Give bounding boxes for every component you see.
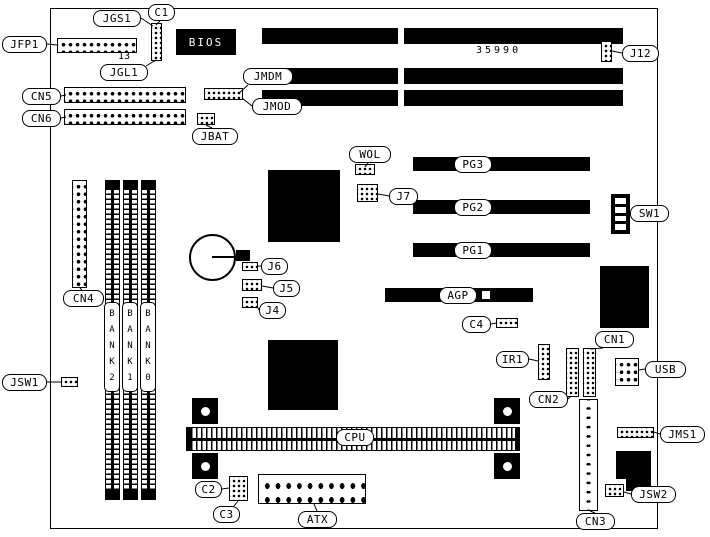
j7-header: [357, 184, 378, 202]
callout-c3: C3: [213, 506, 240, 523]
bank0-label: BANK0: [140, 302, 156, 392]
callout-atx: ATX: [298, 511, 337, 528]
callout-cn3: CN3: [576, 513, 615, 530]
cpu-bracket-top-left: [192, 398, 218, 424]
io-controller-chip: [600, 266, 649, 328]
battery-clip-arm: [212, 256, 242, 258]
pci-slot-pg2: [413, 200, 590, 214]
jsw1-header: [61, 377, 78, 387]
callout-jsw1: JSW1: [2, 374, 47, 391]
board-number: 35990: [476, 45, 522, 56]
pci-slot-pg1: [413, 243, 590, 257]
agp-slot-notch: [482, 291, 490, 299]
callout-j12: J12: [622, 45, 659, 62]
c4-header: [496, 318, 518, 328]
pg2-label: PG2: [454, 199, 492, 216]
isa-slot-3-right: [404, 90, 623, 106]
callout-j7: J7: [389, 188, 418, 205]
pin-13-label: 13: [118, 51, 131, 62]
callout-cn5: CN5: [22, 88, 61, 105]
callout-usb: USB: [645, 361, 686, 378]
southbridge-chip: [268, 340, 338, 410]
callout-j4: J4: [259, 302, 286, 319]
callout-jbat: JBAT: [192, 128, 238, 145]
callout-j6: J6: [261, 258, 288, 275]
isa-slot-1-right: [404, 28, 623, 44]
callout-jgs1: JGS1: [93, 10, 141, 27]
callout-cn4: CN4: [63, 290, 104, 307]
callout-c4: C4: [462, 316, 491, 333]
bios-label: BIOS: [188, 35, 224, 49]
cn2-header: [566, 348, 579, 397]
northbridge-chip: [268, 170, 340, 242]
bank1-label: BANK1: [122, 302, 138, 392]
callout-sw1: SW1: [630, 205, 669, 222]
dip-cell: [615, 215, 626, 222]
j4-header: [242, 297, 258, 308]
agp-label: AGP: [439, 287, 477, 304]
callout-cn1: CN1: [595, 331, 634, 348]
wol-header: [355, 164, 375, 175]
pci-slot-pg3: [413, 157, 590, 171]
jfp1-connector: [57, 38, 137, 53]
cn1-header: [583, 348, 596, 397]
cn6-connector: [64, 109, 186, 125]
dip-cell: [615, 198, 626, 204]
jmdm-jmod-header: [204, 88, 243, 100]
jms1-header: [617, 427, 654, 438]
callout-jms1: JMS1: [660, 426, 705, 443]
callout-jfp1: JFP1: [2, 36, 47, 53]
sw1-dip-switch: [611, 194, 630, 234]
cpu-bracket-bottom-right: [494, 453, 520, 479]
callout-j5: J5: [273, 280, 300, 297]
callout-jgl1: JGL1: [100, 64, 148, 81]
c1-header-pins: [151, 23, 162, 61]
pg1-label: PG1: [454, 242, 492, 259]
callout-c1: C1: [148, 4, 175, 21]
cpu-bracket-bottom-left: [192, 453, 218, 479]
j12-header: [601, 41, 612, 62]
jsw2-header: [605, 484, 624, 497]
callout-jmdm: JMDM: [243, 68, 293, 85]
callout-jmod: JMOD: [252, 98, 302, 115]
dip-cell: [615, 224, 626, 230]
jbat-header: [197, 113, 215, 125]
cn3-connector: [579, 399, 598, 511]
j6-header: [242, 262, 258, 271]
isa-slot-2-left: [262, 68, 398, 84]
callout-cn2: CN2: [529, 391, 568, 408]
j5-header: [242, 279, 262, 291]
callout-jsw2: JSW2: [631, 486, 676, 503]
cpu-label: CPU: [336, 429, 374, 446]
callout-wol: WOL: [349, 146, 391, 163]
c2-c3-header: [229, 476, 248, 501]
cn4-connector: [72, 180, 87, 288]
bios-chip: BIOS: [176, 29, 236, 55]
ir1-header: [538, 344, 550, 380]
isa-slot-2-right: [404, 68, 623, 84]
dip-cell: [615, 206, 626, 213]
callout-cn6: CN6: [22, 110, 61, 127]
cn5-connector: [64, 87, 186, 103]
callout-ir1: IR1: [496, 351, 529, 368]
usb-header: [615, 358, 639, 386]
callout-c2: C2: [195, 481, 222, 498]
cpu-bracket-top-right: [494, 398, 520, 424]
atx-power-connector: [258, 474, 366, 504]
battery-clip: [236, 250, 250, 261]
isa-slot-1-left: [262, 28, 398, 44]
bank2-label: BANK2: [104, 302, 120, 392]
pg3-label: PG3: [454, 156, 492, 173]
